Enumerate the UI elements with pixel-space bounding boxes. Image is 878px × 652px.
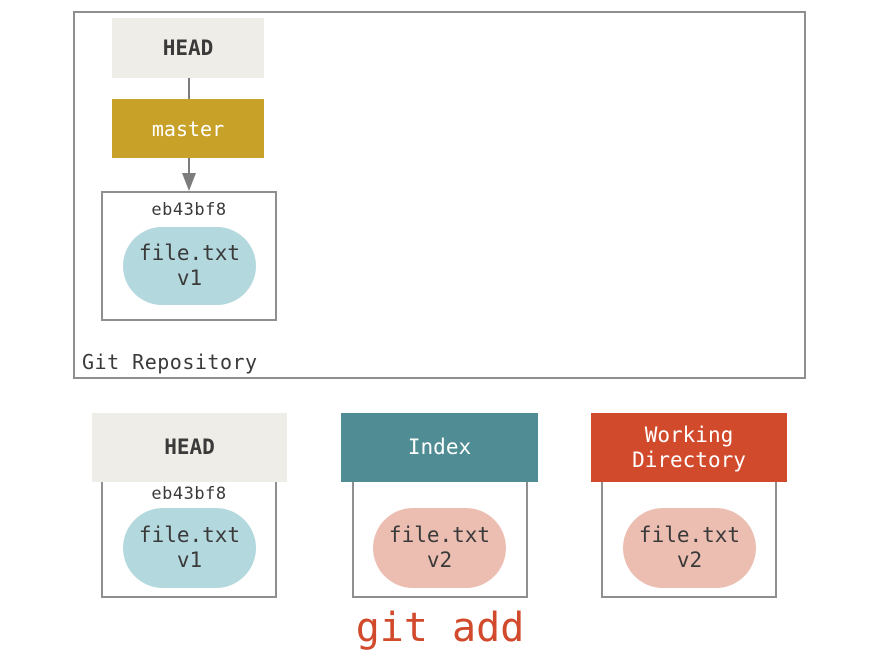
working-directory-file-name: file.txt [638, 523, 741, 547]
head-tree-hash: eb43bf8 [151, 484, 227, 504]
git-command-label: git add [355, 605, 525, 651]
head-tree-file-version: v1 [176, 548, 203, 572]
master-branch-ref: master [112, 99, 264, 158]
head-ref: HEAD [112, 18, 264, 78]
index-tree-file-name: file.txt [388, 523, 491, 547]
index-tree-header: Index [341, 413, 538, 482]
repo-file-name: file.txt [138, 241, 241, 265]
index-tree-file-version: v2 [426, 548, 453, 572]
working-directory-title-line1: Working [644, 422, 734, 447]
head-tree-file-blob: file.txt v1 [123, 508, 256, 588]
repo-file-blob: file.txt v1 [123, 227, 256, 305]
working-directory-tree-header: Working Directory [591, 413, 787, 482]
master-to-commit-arrow-shaft [188, 158, 190, 175]
git-repository-label: Git Repository [82, 350, 258, 374]
master-to-commit-arrowhead [182, 173, 196, 191]
repo-file-version: v1 [176, 266, 203, 290]
working-directory-file-version: v2 [676, 548, 703, 572]
index-tree-file-blob: file.txt v2 [373, 508, 506, 588]
head-tree-file-name: file.txt [138, 523, 241, 547]
head-to-master-connector [188, 78, 190, 99]
head-tree-header: HEAD [92, 413, 287, 482]
repo-commit-hash: eb43bf8 [151, 200, 227, 220]
working-directory-file-blob: file.txt v2 [623, 508, 756, 588]
working-directory-title-line2: Directory [632, 447, 746, 472]
